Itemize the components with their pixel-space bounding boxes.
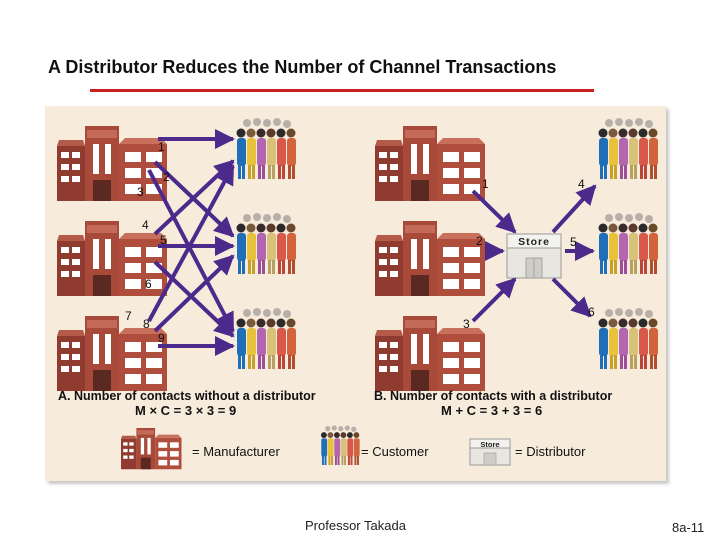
legend-store-icon: Store xyxy=(469,438,511,466)
arrow-a-8 xyxy=(153,254,235,333)
customer-icon xyxy=(598,118,658,179)
arrow-label: 2 xyxy=(476,234,483,248)
customer-icon xyxy=(598,213,658,274)
arrow-label: 4 xyxy=(578,177,585,191)
legend-customer-label: = Customer xyxy=(361,444,429,459)
manufacturer-icon xyxy=(57,126,167,201)
arrow-label: 8 xyxy=(143,317,150,331)
slide-title: A Distributor Reduces the Number of Chan… xyxy=(48,57,557,77)
diagram-canvas: 1 2 3 4 5 6 7 8 9 Store xyxy=(57,118,658,470)
arrow-label: 3 xyxy=(137,185,144,199)
caption-panel-a: A. Number of contacts without a distribu… xyxy=(58,389,316,403)
manufacturer-icon xyxy=(375,221,485,296)
arrow-label: 4 xyxy=(142,218,149,232)
arrow-b-3 xyxy=(471,277,517,323)
manufacturer-icon xyxy=(57,316,167,391)
arrow-label: 1 xyxy=(158,140,165,154)
caption-panel-b: B. Number of contacts with a distributor xyxy=(374,389,613,403)
arrow-b-1 xyxy=(471,189,517,234)
legend-manufacturer-icon xyxy=(121,428,182,470)
arrow-label: 9 xyxy=(158,331,165,345)
arrow-b-6 xyxy=(551,277,592,318)
arrow-label: 6 xyxy=(588,305,595,319)
slide-number: 8a-11 xyxy=(672,520,705,535)
customer-icon xyxy=(236,308,296,369)
formula-panel-b: M + C = 3 + 3 = 6 xyxy=(441,403,543,418)
formula-panel-a: M × C = 3 × 3 = 9 xyxy=(135,403,237,418)
legend-distributor-label: = Distributor xyxy=(515,444,586,459)
manufacturer-icon xyxy=(375,126,485,201)
arrow-label: 1 xyxy=(482,177,489,191)
arrow-label: 6 xyxy=(145,277,152,291)
diagram-panel: 1 2 3 4 5 6 7 8 9 Store xyxy=(45,106,666,481)
arrow-b-4 xyxy=(551,184,597,234)
legend-store-label: Store xyxy=(480,440,499,449)
customer-icon xyxy=(236,118,296,179)
arrow-label: 2 xyxy=(163,170,170,184)
arrow-label: 5 xyxy=(160,233,167,247)
arrow-a-7 xyxy=(147,164,235,322)
arrow-a-6 xyxy=(153,260,235,338)
arrow-label: 5 xyxy=(570,235,577,249)
legend-manufacturer-label: = Manufacturer xyxy=(192,444,280,459)
customer-icon xyxy=(598,308,658,369)
customer-icon xyxy=(236,213,296,274)
arrow-label: 7 xyxy=(125,309,132,323)
arrow-a-3 xyxy=(147,169,235,333)
store-icon: Store xyxy=(506,233,562,279)
arrow-label: 3 xyxy=(463,317,470,331)
store-label: Store xyxy=(518,236,550,248)
title-underline xyxy=(90,89,594,92)
legend-customer-icon xyxy=(320,425,360,465)
footer-author: Professor Takada xyxy=(305,518,406,533)
